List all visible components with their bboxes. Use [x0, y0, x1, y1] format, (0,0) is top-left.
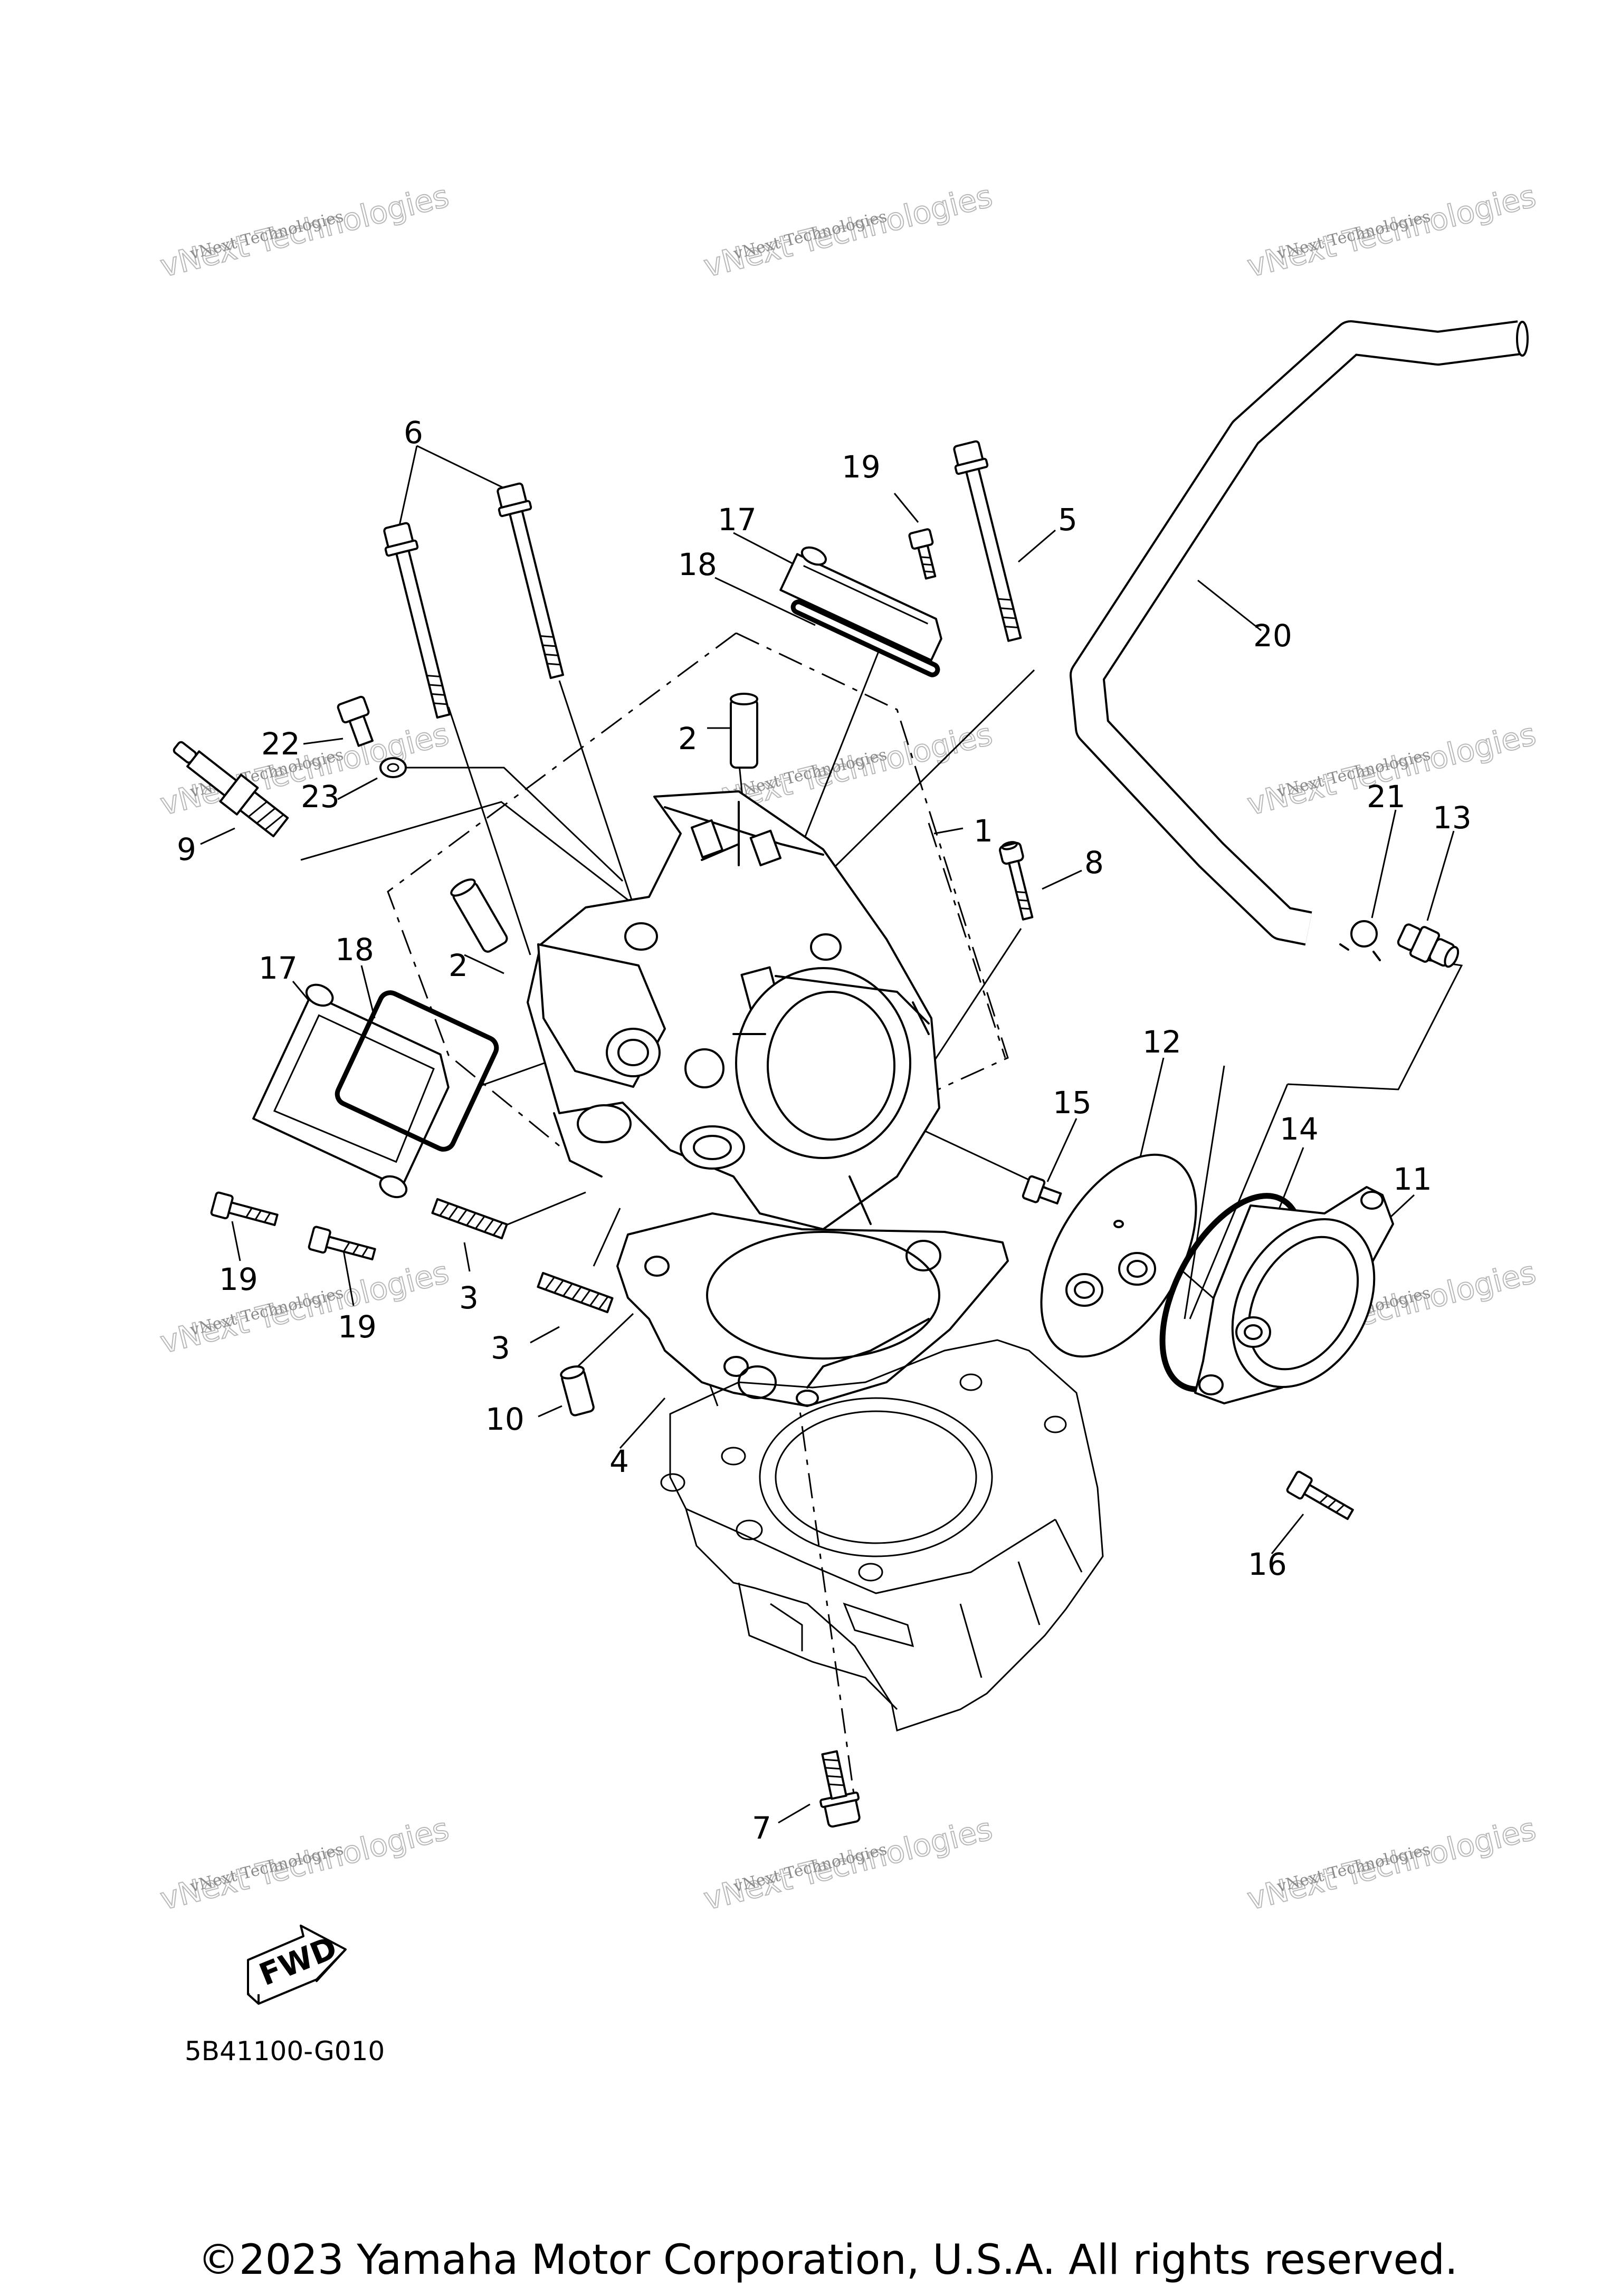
part-label: 10 [485, 1401, 525, 1437]
part-label: 7 [752, 1810, 771, 1846]
part-label: 20 [1253, 618, 1292, 654]
part-label: 8 [1084, 845, 1104, 881]
part-label: 12 [1142, 1024, 1181, 1060]
stud-bolt [537, 1271, 614, 1314]
dowel [560, 1365, 595, 1417]
watermark: vNext Technologies vNext Technologies [700, 177, 996, 285]
bolt [308, 1226, 376, 1260]
dowel-pin [730, 693, 758, 769]
bolt [337, 695, 374, 747]
cylinder-head-bolt [497, 482, 564, 680]
part-label: 3 [491, 1330, 510, 1366]
cylinder-head [527, 790, 940, 1249]
breather-cover [1194, 1186, 1394, 1404]
bolt [210, 1191, 279, 1226]
bolt [1286, 1470, 1354, 1520]
part-label: 5 [1058, 502, 1078, 538]
watermark: vNext Technologies vNext Technologies [1243, 177, 1540, 285]
o-ring [790, 599, 940, 677]
fwd-arrow-icon: FWD [247, 1925, 347, 2005]
cylinder-head-gasket [616, 1212, 1009, 1407]
union-fitting [1397, 923, 1460, 968]
washer [379, 757, 407, 778]
cylinder-head-bolt-long [953, 440, 1022, 642]
part-label: 18 [335, 932, 374, 968]
part-label: 3 [459, 1280, 479, 1316]
tappet-cover [779, 546, 942, 662]
watermark: vNext Technologies vNext Technologies [156, 1810, 453, 1918]
bolt [908, 528, 937, 580]
copyright-notice: ©2023 Yamaha Motor Corporation, U.S.A. A… [198, 2236, 1458, 2284]
part-label: 19 [219, 1261, 258, 1297]
cylinder-block [660, 1339, 1104, 1731]
bolt [1022, 1175, 1062, 1205]
part-label: 21 [1367, 779, 1406, 815]
part-label: 19 [842, 449, 881, 485]
o-ring [335, 990, 499, 1152]
watermark: vNext Technologies vNext Technologies [1243, 1810, 1540, 1918]
stud-bolt [431, 1198, 508, 1240]
cylinder-head-bolt [383, 522, 451, 719]
part-label: 17 [718, 502, 757, 538]
part-label: 11 [1393, 1161, 1432, 1197]
tappet-cover [252, 983, 450, 1199]
hose-clip [1339, 920, 1381, 961]
part-label: 1 [974, 813, 993, 849]
part-label: 16 [1248, 1546, 1287, 1582]
part-label: 13 [1433, 800, 1472, 836]
part-label: 2 [449, 948, 468, 983]
part-label: 22 [261, 726, 300, 762]
part-label: 14 [1280, 1111, 1319, 1147]
part-label: 19 [338, 1309, 377, 1345]
watermark: vNext Technologies vNext Technologies [700, 1810, 996, 1918]
part-label: 15 [1053, 1085, 1092, 1121]
part-label: 17 [259, 950, 298, 986]
breather-hose [1070, 320, 1529, 946]
part-label: 2 [678, 721, 698, 757]
bolt [999, 841, 1034, 921]
part-label: 23 [301, 779, 340, 815]
washer-hole [387, 763, 399, 772]
part-label: 18 [678, 547, 717, 582]
part-label: 6 [404, 415, 423, 451]
part-labels: 1 2 2 3 3 4 5 6 7 8 9 10 11 12 13 14 15 … [177, 415, 1472, 1846]
spark-plug [173, 741, 289, 838]
part-label: 4 [609, 1443, 629, 1479]
bolt [819, 1750, 861, 1828]
watermark: vNext Technologies vNext Technologies [156, 177, 453, 285]
part-label: 9 [177, 831, 196, 867]
drawing-code: 5B41100-G010 [185, 2036, 385, 2067]
dowel-pin [450, 878, 508, 953]
watermark: vNext Technologies vNext Technologies [156, 1254, 453, 1361]
